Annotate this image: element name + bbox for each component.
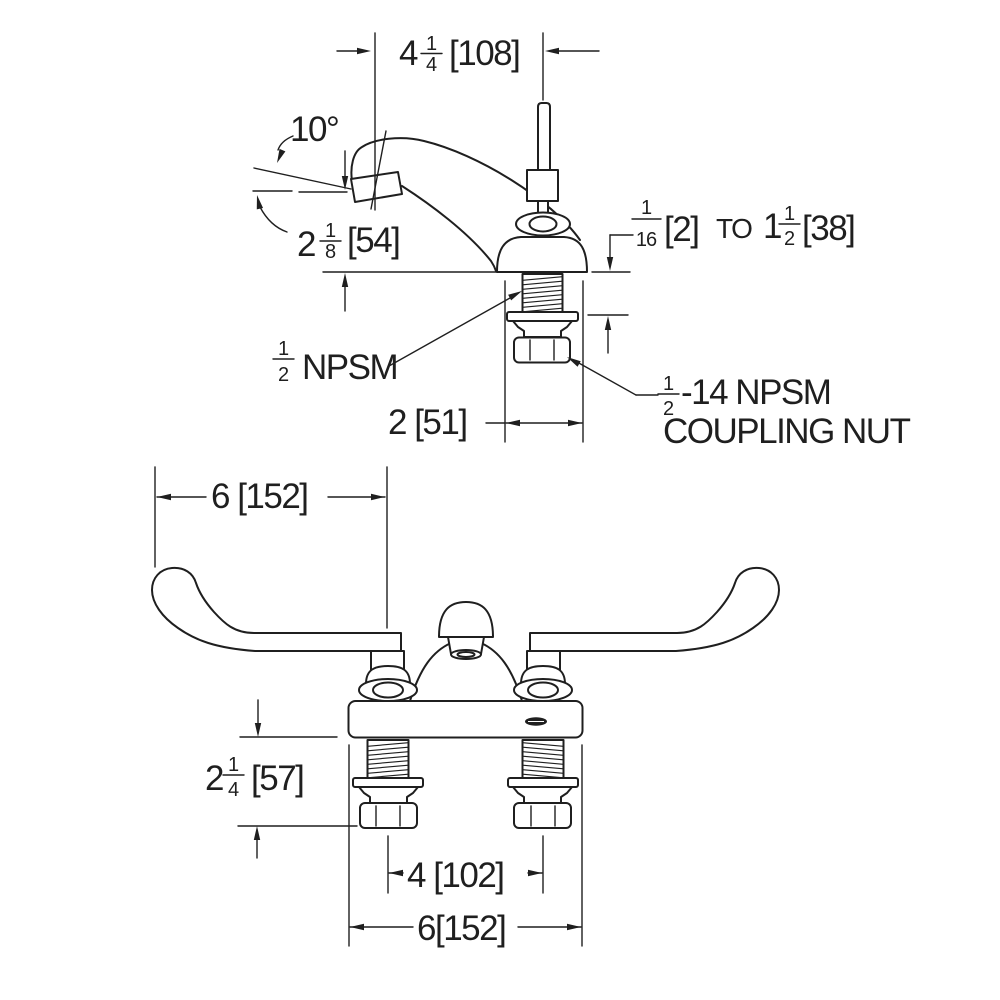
wrist-blade-handle <box>151 566 402 652</box>
spout-reach-whole: 4 <box>399 34 418 73</box>
washer <box>506 311 579 322</box>
nut-front <box>359 802 418 829</box>
handle-stem-side <box>537 200 549 214</box>
dim-center-spacing: 4 [102] <box>387 835 544 895</box>
deck-plate <box>347 700 584 739</box>
handle-hub-side <box>526 169 559 202</box>
right-handle-assembly <box>513 566 780 702</box>
spout-reach-denominator: 4 <box>426 54 437 76</box>
angle-annotation: 10° <box>252 110 352 233</box>
washer-front <box>352 777 424 788</box>
label-shank-thread: 1 2 NPSM <box>272 288 524 387</box>
spout-angle-label: 10° <box>290 110 338 149</box>
handle-side <box>515 102 571 237</box>
shank-length-denominator: 4 <box>228 779 239 801</box>
overall-width-label: 6[152] <box>417 909 505 948</box>
dim-spout-reach: 4 1 4 [108] <box>336 32 600 211</box>
aerator-tip <box>350 171 403 203</box>
deck-range-denominator1: 16 <box>636 229 657 251</box>
deck-range-whole2: 1 <box>763 207 781 246</box>
coupling-nut-line2: COUPLING NUT <box>663 412 911 451</box>
coupling-nut-denominator: 2 <box>663 398 674 420</box>
shank-side <box>506 273 579 364</box>
spout-reach-numerator: 1 <box>426 33 437 55</box>
coupling-nut-numerator: 1 <box>663 373 674 395</box>
deck-range-metric2: [38] <box>802 209 854 248</box>
flange-front <box>358 786 419 804</box>
dim-spout-height: 2 1 8 [54] <box>297 150 401 312</box>
dim-handle-length: 6 [152] <box>154 466 388 629</box>
dim-spout-reach-lines <box>336 32 600 211</box>
dim-deck-thickness: 1 16 [2] TO 1 1 2 [38] <box>604 197 856 354</box>
leader-line <box>388 297 511 367</box>
dim-shank-length-lines <box>237 699 358 859</box>
spout-height-denominator: 8 <box>325 241 336 263</box>
handle-length-label: 6 [152] <box>211 477 308 516</box>
bonnet-side-inner <box>528 215 558 233</box>
label-coupling-nut: 1 2 -14 NPSM COUPLING NUT <box>565 354 912 451</box>
bonnet-ring-inner <box>372 681 404 699</box>
spout-height-metric: [54] <box>347 221 399 260</box>
deck-range-joiner: TO <box>716 213 752 244</box>
bonnet-ring <box>358 678 418 702</box>
spout-height-numerator: 1 <box>325 220 336 242</box>
coupling-leader-lines <box>576 361 659 396</box>
spout-inner-curve <box>401 185 497 272</box>
dim-body-width: 2 [51] <box>388 280 584 443</box>
center-spacing-label: 4 [102] <box>407 856 504 895</box>
left-handle-assembly <box>151 566 418 702</box>
thread-hatching <box>522 276 563 313</box>
spout-height-whole: 2 <box>297 225 315 264</box>
top-view: 4 1 4 [108] 10° <box>252 32 912 451</box>
deck-range-numerator2: 1 <box>784 203 795 225</box>
angle-lines <box>252 135 352 233</box>
shank-length-numerator: 1 <box>228 754 239 776</box>
aerator-face-inner <box>456 651 476 658</box>
shank-length-metric: [57] <box>251 759 303 798</box>
left-shank-assembly <box>352 739 424 829</box>
deck-range-metric1: [2] <box>664 210 698 249</box>
shank-length-whole: 2 <box>205 759 223 798</box>
spout-dome-front <box>438 601 494 638</box>
dim-overall-width: 6[152] <box>348 744 583 948</box>
deck-range-denominator2: 2 <box>784 228 795 250</box>
dim-deck-thickness-lines <box>607 234 634 354</box>
right-shank-assembly <box>507 739 579 829</box>
body-dome <box>496 236 588 273</box>
front-view: 6 [152] 2 1 4 [57] <box>151 466 780 948</box>
deck-reference-lines <box>322 271 631 316</box>
bonnet-side <box>515 211 571 237</box>
shank-thread-denominator: 2 <box>278 364 289 386</box>
shank-thread-numerator: 1 <box>278 338 289 360</box>
deck-range-numerator1: 1 <box>641 197 652 219</box>
coupling-nut-suffix: -14 NPSM <box>681 373 830 412</box>
spout-reach-metric: [108] <box>449 34 519 73</box>
shank-thread-label: NPSM <box>302 348 397 387</box>
friction-flange <box>512 320 573 338</box>
body-width-label: 2 [51] <box>388 403 467 442</box>
coupling-nut <box>513 336 571 364</box>
handle-blade-side <box>537 102 551 172</box>
dim-shank-length: 2 1 4 [57] <box>205 699 358 859</box>
